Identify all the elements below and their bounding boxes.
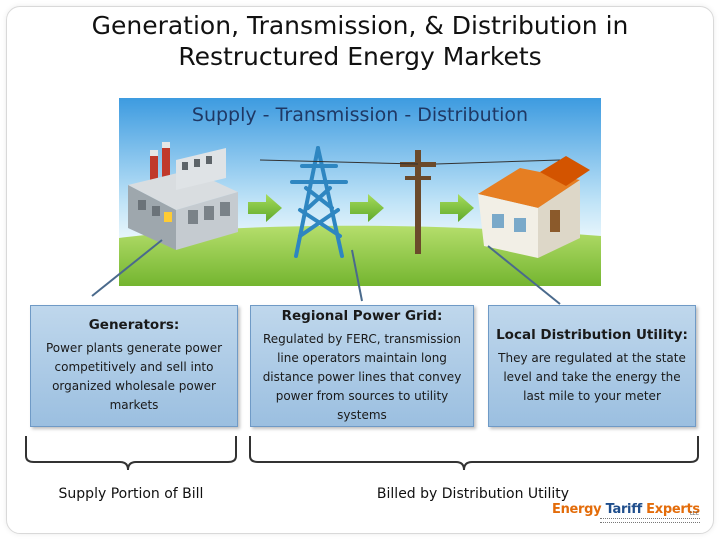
logo-word-experts: Experts [646, 502, 700, 517]
distribution-utility-heading: Local Distribution Utility: [496, 326, 688, 343]
flow-arrow-1 [248, 194, 282, 222]
generators-box: Generators: Power plants generate power … [30, 305, 238, 427]
regional-grid-box: Regional Power Grid: Regulated by FERC, … [250, 305, 474, 427]
logo-tagline-lines [600, 518, 700, 523]
supply-brace [25, 436, 237, 471]
diagram-heading: Supply - Transmission - Distribution [191, 104, 529, 126]
logo-word-tariff: Tariff [605, 502, 643, 517]
logo-llc: LLC [690, 511, 700, 517]
connector-generators [91, 239, 163, 297]
generators-heading: Generators: [88, 317, 180, 333]
logo-word-energy: Energy [552, 502, 602, 517]
distribution-utility-text: They are regulated at the state level an… [498, 350, 686, 403]
grass-field [119, 225, 601, 286]
regional-grid-heading: Regional Power Grid: [281, 307, 443, 324]
slide-title: Generation, Transmission, & Distribution… [91, 11, 629, 71]
slide-frame [6, 6, 714, 534]
regional-grid-text: Regulated by FERC, transmission line ope… [262, 331, 462, 422]
transmission-tower-icon [290, 146, 348, 258]
connector-utility [487, 245, 561, 305]
house-icon [478, 156, 590, 258]
distribution-bill-label: Billed by Distribution Utility [376, 486, 570, 502]
logo-wordmark: Energy Tariff Experts [552, 502, 700, 517]
energy-tariff-experts-logo: Energy Tariff Experts LLC [552, 502, 702, 530]
connector-grid [351, 249, 363, 302]
distribution-utility-box: Local Distribution Utility: They are reg… [488, 305, 696, 427]
power-plant-icon [128, 142, 238, 250]
distribution-brace [249, 436, 699, 471]
generators-text: Power plants generate power competitivel… [45, 341, 223, 412]
flow-arrow-2 [350, 194, 384, 222]
flow-arrow-3 [440, 194, 474, 222]
utility-pole-icon [259, 150, 561, 254]
supply-bill-label: Supply Portion of Bill [58, 486, 204, 502]
